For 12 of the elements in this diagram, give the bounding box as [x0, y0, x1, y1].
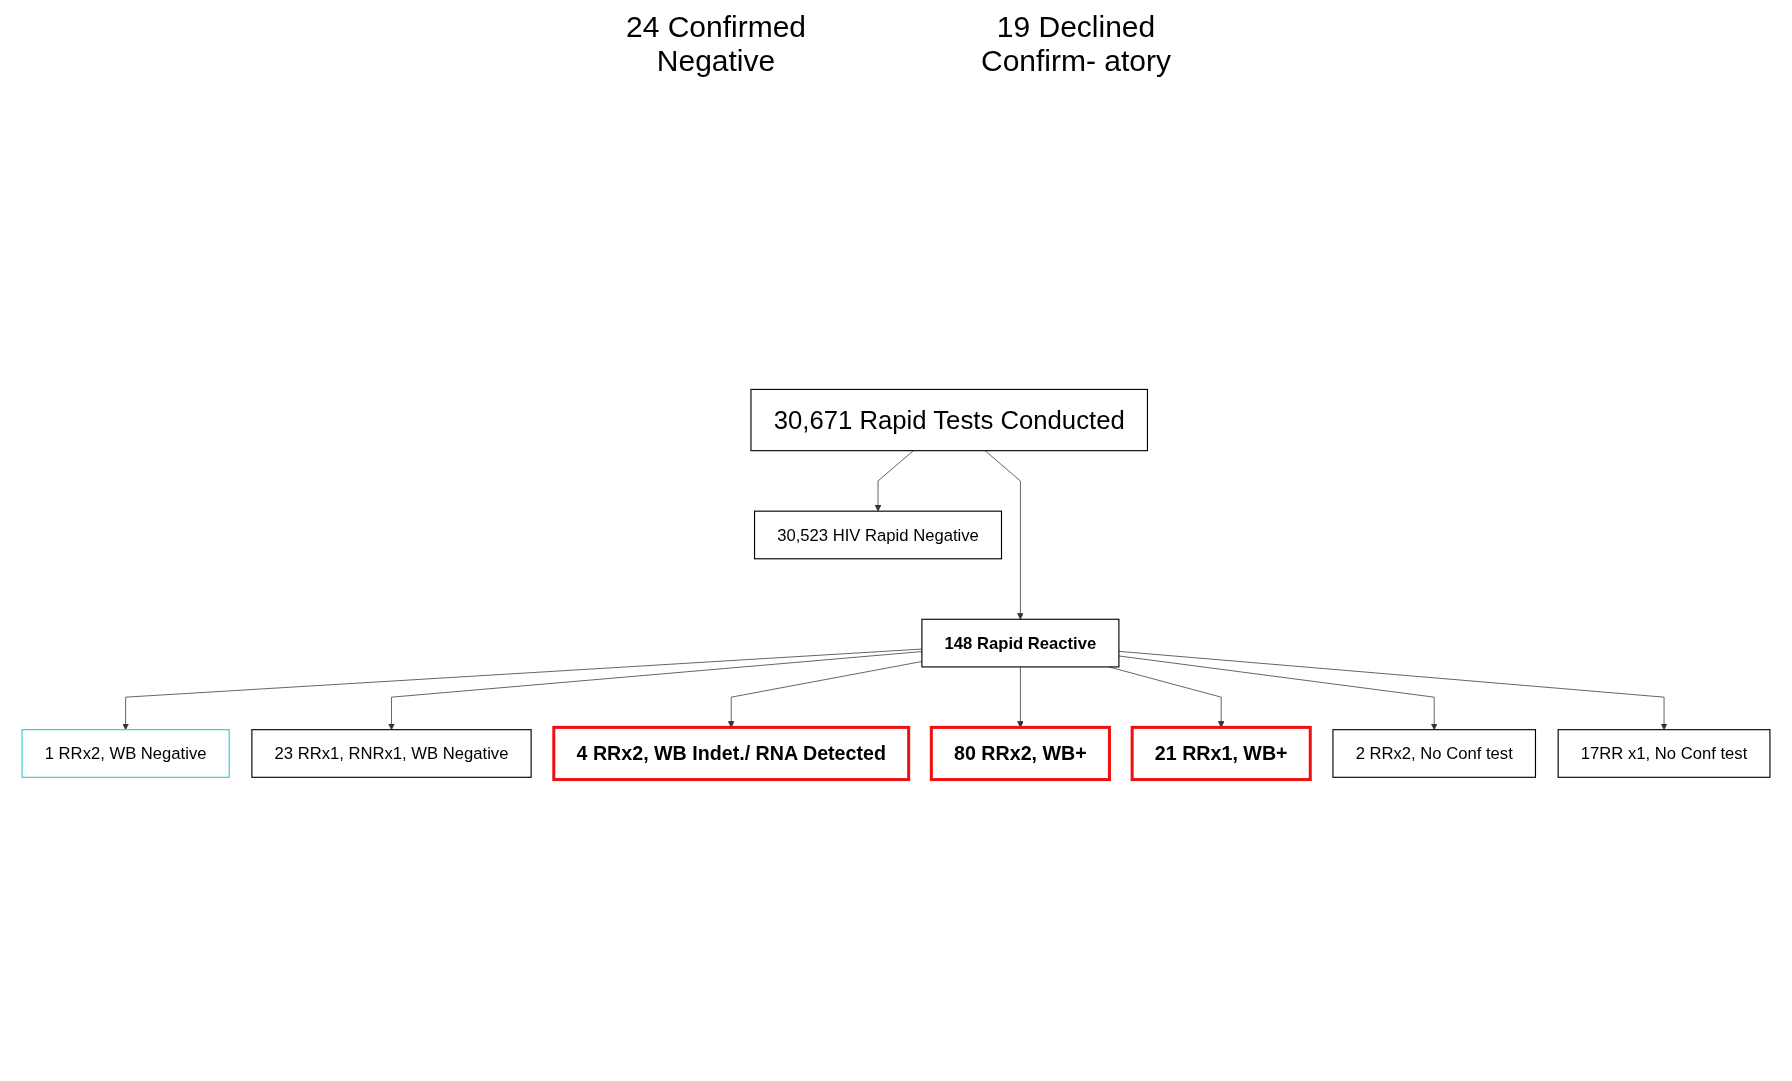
node-box: 1 RRx2, WB Negative — [21, 729, 230, 778]
group-note: 24 Confirmed Negative — [624, 10, 808, 78]
node-box: 148 Rapid Reactive — [921, 618, 1120, 668]
group-note: 19 Declined Confirm- atory — [979, 10, 1172, 78]
node-box: 30,523 HIV Rapid Negative — [753, 510, 1003, 560]
node-box: 21 RRx1, WB+ — [1130, 725, 1312, 782]
node-box: 30,671 Rapid Tests Conducted — [750, 388, 1148, 452]
node-box: 23 RRx1, RNRx1, WB Negative — [251, 729, 532, 778]
node-box: 2 RRx2, No Conf test — [1332, 729, 1537, 778]
node-box: 80 RRx2, WB+ — [929, 725, 1111, 782]
node-box: 17RR x1, No Conf test — [1557, 729, 1771, 778]
node-box: 4 RRx2, WB Indet./ RNA Detected — [552, 725, 911, 782]
